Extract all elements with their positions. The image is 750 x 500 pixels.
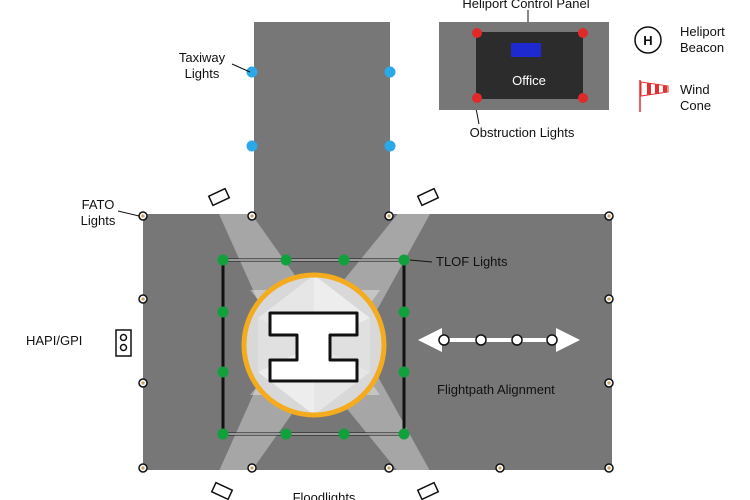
taxiway-lights: [246, 66, 396, 152]
taxiway-light: [246, 140, 258, 152]
control-panel-label: Heliport Control Panel: [462, 0, 589, 11]
flightpath-light: [511, 334, 523, 346]
tlof-light: [217, 366, 229, 378]
obstruction-light: [578, 28, 588, 38]
tlof-light: [280, 254, 292, 266]
flightpath-alignment-arrow: [418, 328, 580, 352]
hapi-gpi-label: HAPI/GPI: [26, 333, 82, 348]
tlof-circle-ring: [241, 272, 387, 418]
flightpath-light: [546, 334, 558, 346]
heliport-beacon-icon: H: [634, 26, 662, 54]
obstruction-lights: [472, 28, 588, 103]
tlof-light: [398, 306, 410, 318]
tlof-lights-label: TLOF Lights: [436, 254, 508, 269]
floodlights-label: Floodlights: [293, 490, 356, 500]
tlof-light: [398, 254, 410, 266]
floodlight-fixtures: [207, 187, 440, 500]
office-label: Office: [512, 73, 546, 88]
hapi-gpi-unit: [115, 329, 132, 357]
tlof-lights: [217, 254, 410, 440]
tlof-light: [280, 428, 292, 440]
taxiway-light: [384, 66, 396, 78]
floodlight-fixture: [416, 187, 440, 207]
control-panel-indicator: [511, 43, 541, 57]
floodlight-fixture: [207, 187, 231, 207]
obstruction-lights-label: Obstruction Lights: [470, 125, 575, 140]
floodlight-fixture: [210, 481, 234, 500]
obstruction-light: [472, 93, 482, 103]
tlof-light: [398, 366, 410, 378]
svg-text:H: H: [643, 33, 652, 48]
fato-light-centers: [141, 214, 611, 470]
tlof-light: [217, 254, 229, 266]
tlof-light: [338, 428, 350, 440]
tlof-light: [398, 428, 410, 440]
tlof-light: [217, 428, 229, 440]
taxiway-surface: [254, 22, 390, 215]
flightpath-light: [475, 334, 487, 346]
flightpath-alignment-label: Flightpath Alignment: [437, 382, 555, 397]
h-marking: [268, 311, 359, 383]
floodlight-fixture: [416, 481, 440, 500]
tlof-light: [217, 306, 229, 318]
tlof-light: [338, 254, 350, 266]
obstruction-light: [472, 28, 482, 38]
obstruction-light: [578, 93, 588, 103]
flightpath-light: [438, 334, 450, 346]
taxiway-light: [246, 66, 258, 78]
taxiway-light: [384, 140, 396, 152]
wind-cone-icon: [639, 80, 669, 112]
office-building: [476, 32, 583, 99]
